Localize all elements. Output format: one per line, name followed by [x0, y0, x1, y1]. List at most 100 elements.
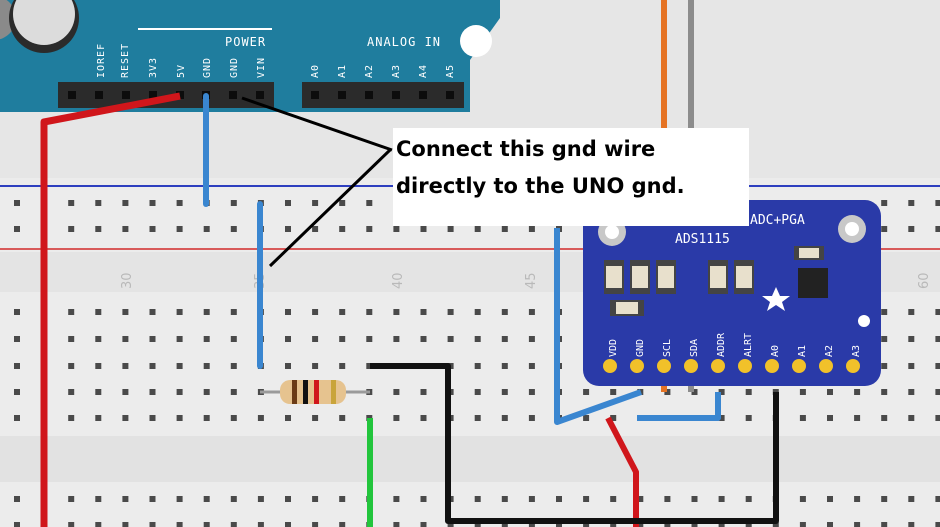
- breadboard-hole: [556, 496, 562, 502]
- breadboard-hole: [285, 200, 291, 206]
- breadboard-hole: [583, 389, 590, 395]
- breadboard-hole: [827, 389, 833, 395]
- breadboard-hole: [881, 309, 888, 315]
- adc-pins: [603, 359, 860, 373]
- breadboard-hole: [799, 389, 806, 395]
- breadboard-hole: [14, 389, 20, 395]
- adc-pin-pad: [819, 359, 833, 373]
- breadboard-hole: [908, 363, 915, 369]
- breadboard-hole: [176, 389, 183, 395]
- pin-label-reset: RESET: [120, 43, 131, 78]
- breadboard-hole: [14, 496, 20, 502]
- breadboard-hole: [908, 389, 915, 395]
- breadboard-hole: [908, 226, 915, 232]
- callout-pointer-lower: [268, 148, 392, 268]
- breadboard-hole: [122, 415, 129, 421]
- breadboard-hole: [474, 389, 481, 395]
- breadboard-hole: [393, 309, 400, 315]
- breadboard-hole: [881, 363, 888, 369]
- breadboard-hole: [908, 522, 915, 527]
- breadboard-hole: [447, 522, 454, 527]
- breadboard-hole: [854, 522, 861, 527]
- breadboard-hole: [556, 522, 562, 527]
- breadboard-hole: [14, 309, 20, 315]
- adc-corner-dot: [858, 315, 870, 327]
- breadboard-hole: [339, 363, 346, 369]
- breadboard-hole: [935, 226, 940, 232]
- breadboard-hole: [610, 415, 617, 421]
- breadboard-hole: [474, 522, 481, 527]
- breadboard-hole: [95, 363, 102, 369]
- pin-label-a3: A3: [391, 64, 402, 78]
- header-pin: [256, 91, 264, 99]
- breadboard-hole: [339, 522, 346, 527]
- adc-pin-pad: [684, 359, 698, 373]
- column-number: 60: [917, 272, 932, 289]
- breadboard-hole: [68, 389, 75, 395]
- breadboard-hole: [68, 200, 75, 206]
- adafruit-star-icon: [762, 287, 790, 311]
- pin-label-a2: A2: [364, 64, 375, 78]
- breadboard-hole: [772, 522, 779, 527]
- breadboard-hole: [501, 415, 508, 421]
- breadboard-hole: [799, 496, 806, 502]
- breadboard-hole: [95, 200, 102, 206]
- adc-pin-pad: [846, 359, 860, 373]
- breadboard-hole: [610, 389, 617, 395]
- breadboard-hole: [420, 415, 427, 421]
- column-number: 40: [391, 272, 406, 289]
- breadboard-hole: [528, 309, 535, 315]
- adc-pin-pad: [792, 359, 806, 373]
- breadboard-hole: [149, 389, 156, 395]
- pin-label-5v: 5V: [176, 64, 187, 78]
- breadboard-hole: [935, 309, 940, 315]
- breadboard-hole: [799, 522, 806, 527]
- header-pin: [365, 91, 373, 99]
- breadboard-hole: [528, 363, 535, 369]
- callout-line-2: directly to the UNO gnd.: [396, 174, 685, 198]
- breadboard-hole: [691, 522, 698, 527]
- breadboard-hole: [854, 415, 861, 421]
- breadboard-hole: [393, 336, 400, 342]
- adc-pin-label-alrt: ALRT: [743, 333, 754, 357]
- adc-chip: [798, 268, 828, 298]
- breadboard-hole: [583, 496, 590, 502]
- adc-pin-label-a1: A1: [797, 345, 808, 357]
- breadboard-hole: [854, 496, 861, 502]
- breadboard-hole: [935, 415, 940, 421]
- breadboard-hole: [312, 522, 319, 527]
- pin-label-a0: A0: [310, 64, 321, 78]
- breadboard-hole: [149, 200, 156, 206]
- breadboard-hole: [664, 522, 671, 527]
- breadboard-hole: [230, 309, 237, 315]
- breadboard-hole: [95, 415, 102, 421]
- breadboard-hole: [745, 496, 752, 502]
- adc-board-part-name: ADS1115: [675, 232, 730, 247]
- breadboard-hole: [203, 363, 210, 369]
- breadboard-hole: [420, 496, 427, 502]
- adc-pin-pad: [711, 359, 725, 373]
- breadboard-hole: [718, 496, 725, 502]
- breadboard-hole: [68, 363, 75, 369]
- breadboard-hole: [501, 336, 508, 342]
- breadboard-center-channel: [0, 436, 940, 482]
- capacitor-top: [13, 0, 75, 45]
- breadboard-hole: [610, 522, 617, 527]
- breadboard-hole: [583, 415, 590, 421]
- breadboard-hole: [203, 389, 210, 395]
- adc-pin-pad: [603, 359, 617, 373]
- smd-resistors: [604, 246, 824, 316]
- breadboard-hole: [149, 336, 156, 342]
- breadboard-hole: [176, 496, 183, 502]
- breadboard-hole: [881, 389, 888, 395]
- breadboard-hole: [393, 522, 400, 527]
- breadboard-hole: [393, 389, 400, 395]
- breadboard-hole: [745, 389, 752, 395]
- breadboard-hole: [339, 200, 346, 206]
- breadboard-hole: [474, 415, 481, 421]
- breadboard-hole: [176, 200, 183, 206]
- pin-label-a1: A1: [337, 64, 348, 78]
- breadboard-hole: [420, 522, 427, 527]
- breadboard-hole: [827, 415, 833, 421]
